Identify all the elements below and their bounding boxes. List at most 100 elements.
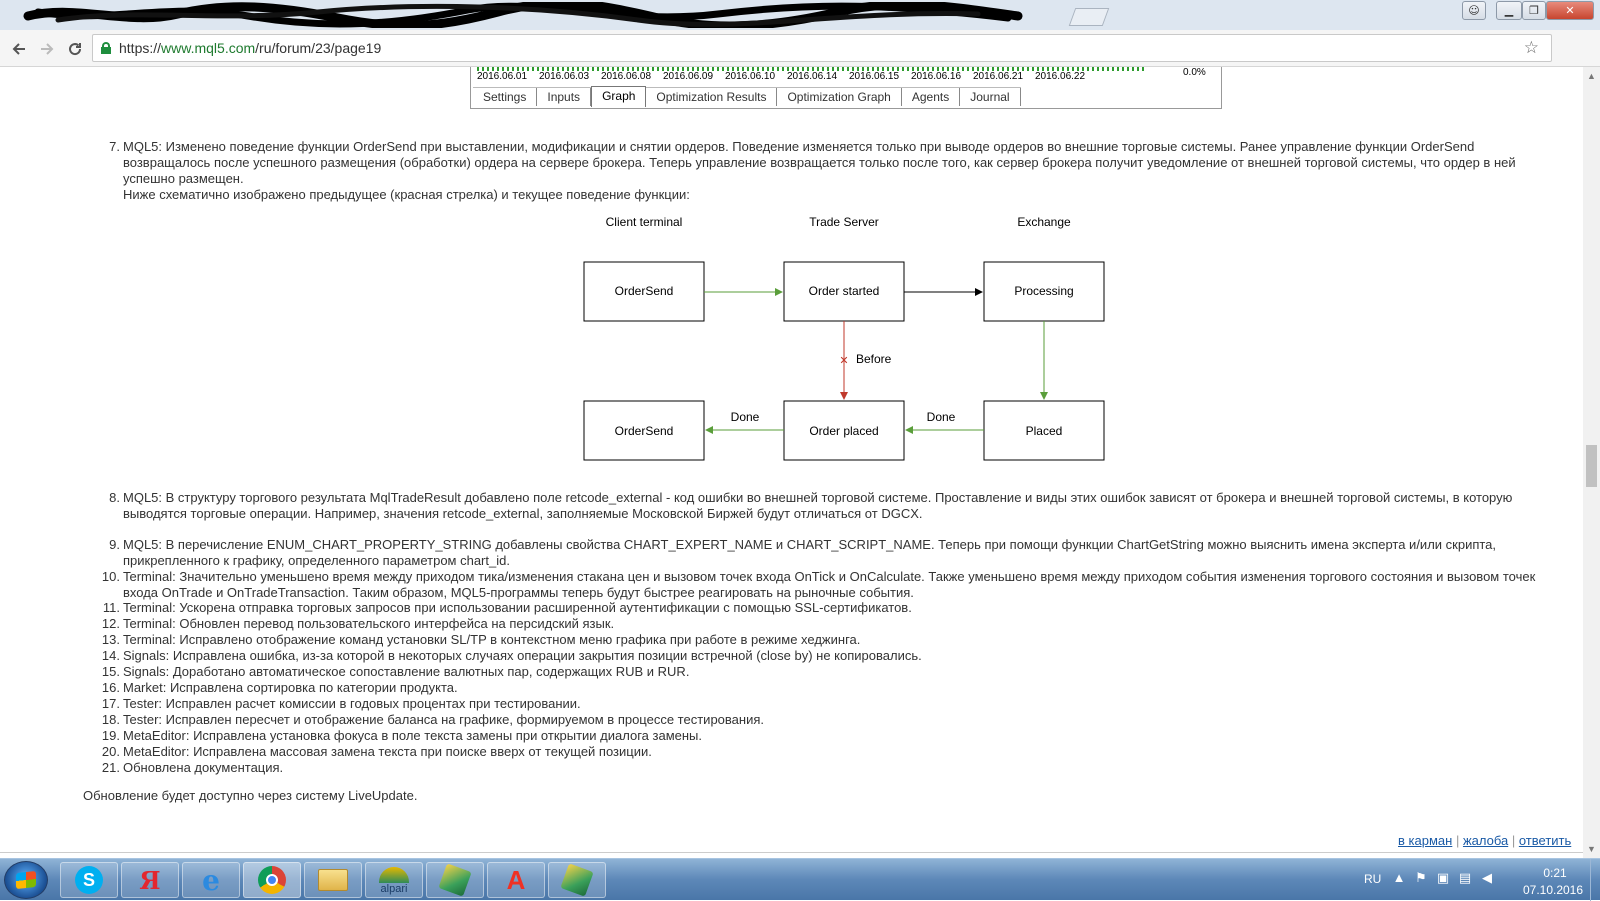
taskbar-alfa[interactable]: А [487, 862, 545, 898]
window-titlebar: ☺ ▁ ❐ ✕ [0, 0, 1600, 30]
metatrader-icon [438, 863, 472, 897]
url-scheme: https:// [119, 40, 162, 56]
box-processing [983, 261, 1105, 322]
link-separator: | [1511, 833, 1516, 848]
new-tab-button[interactable] [1068, 8, 1110, 26]
box-placed-label: Placed [1026, 424, 1063, 438]
page-content: 0.0% 2016.06.01 2016.06.03 2016.06.08 20… [0, 67, 1583, 858]
box-processing-label: Processing [1014, 284, 1073, 298]
redacted-tab-scribble [23, 2, 1023, 28]
address-bar[interactable]: https://www.mql5.com/ru/forum/23/page19 … [92, 34, 1552, 62]
maximize-button[interactable]: ❐ [1522, 1, 1546, 20]
tab-settings[interactable]: Settings [473, 88, 538, 106]
taskbar-alpari[interactable]: alpari [365, 862, 423, 898]
user-profile-button[interactable]: ☺ [1462, 1, 1486, 20]
tab-graph[interactable]: Graph [591, 86, 647, 107]
network-icon[interactable]: ▤ [1458, 870, 1472, 885]
tab-optimization-graph[interactable]: Optimization Graph [777, 88, 902, 106]
column-header-exchange: Exchange [1017, 215, 1071, 229]
complaint-link[interactable]: жалоба [1462, 833, 1509, 848]
column-header-server: Trade Server [809, 215, 879, 229]
skype-icon: S [75, 866, 103, 894]
list-item-number: 15. [101, 664, 120, 679]
list-item-number: 16. [101, 680, 120, 695]
graph-date-label: 2016.06.08 [601, 71, 652, 82]
bookmark-star-icon[interactable]: ☆ [1523, 38, 1539, 57]
list-item-number: 8. [109, 490, 120, 505]
arrow-right-icon [41, 43, 54, 55]
taskbar-internet-explorer[interactable]: e [182, 862, 240, 898]
label-done-left: Done [731, 410, 760, 424]
list-item-number: 18. [101, 712, 120, 727]
forward-button[interactable] [34, 36, 60, 62]
back-button[interactable] [6, 36, 32, 62]
alpari-logo-icon [379, 867, 409, 883]
show-desktop-button[interactable] [1590, 859, 1600, 901]
taskbar-yandex-browser[interactable]: Я [121, 862, 179, 898]
diagram-caption: Ниже схематично изображено предыдущее (к… [123, 187, 690, 202]
list-item-text: Terminal: Исправлено отображение команд … [123, 632, 861, 647]
tab-inputs[interactable]: Inputs [537, 88, 592, 106]
scroll-down-icon[interactable]: ▼ [1587, 844, 1596, 854]
clock-date[interactable]: 07.10.2016 [1522, 883, 1584, 897]
graph-date-label: 2016.06.22 [1035, 71, 1086, 82]
clock-time[interactable]: 0:21 [1543, 866, 1567, 880]
tester-screenshot: 0.0% 2016.06.01 2016.06.03 2016.06.08 20… [470, 67, 1222, 109]
tab-agents[interactable]: Agents [902, 88, 961, 106]
taskbar-skype[interactable]: S [60, 862, 118, 898]
keyboard-language[interactable]: RU [1364, 872, 1382, 886]
volume-icon[interactable]: ◀ [1482, 870, 1492, 885]
internet-explorer-icon: e [202, 863, 220, 897]
device-icon[interactable]: ▣ [1436, 870, 1450, 885]
column-header-client: Client terminal [606, 215, 683, 229]
list-item-text: Terminal: Обновлен перевод пользовательс… [123, 616, 615, 631]
graph-date-label: 2016.06.16 [911, 71, 962, 82]
close-button[interactable]: ✕ [1546, 1, 1594, 20]
graph-strip [477, 67, 1145, 71]
flag-icon[interactable]: ⚑ [1415, 870, 1427, 885]
chevron-up-icon[interactable]: ▲ [1392, 870, 1406, 885]
list-item-text: Signals: Исправлена ошибка, из-за которо… [123, 648, 922, 663]
list-item-text: Terminal: Значительно уменьшено время ме… [123, 569, 1536, 600]
update-note: Обновление будет доступно через систему … [83, 788, 418, 803]
reply-link[interactable]: ответить [1518, 833, 1572, 848]
tab-optimization-results[interactable]: Optimization Results [646, 88, 778, 106]
minimize-button[interactable]: ▁ [1496, 1, 1522, 20]
taskbar-metatrader-1[interactable] [426, 862, 484, 898]
taskbar-file-explorer[interactable] [304, 862, 362, 898]
list-item-text: MQL5: Изменено поведение функции OrderSe… [123, 139, 1516, 186]
box-ordersend-top-label: OrderSend [615, 284, 674, 298]
graph-date-label: 2016.06.01 [477, 71, 528, 82]
tab-journal[interactable]: Journal [960, 88, 1021, 106]
taskbar-chrome[interactable] [243, 862, 301, 898]
list-item-number: 19. [101, 728, 120, 743]
url-host: www.mql5.com [161, 40, 256, 56]
graph-date-label: 2016.06.03 [539, 71, 590, 82]
windows-taskbar: S Я e alpari А RU ▲ ⚑ ▣ ▤ ◀ 0:21 07.10.2… [0, 858, 1600, 901]
scroll-thumb[interactable] [1586, 445, 1597, 487]
lock-icon [101, 42, 111, 54]
list-item-number: 13. [101, 632, 120, 647]
box-order-placed [783, 400, 905, 461]
browser-toolbar: https://www.mql5.com/ru/forum/23/page19 … [0, 30, 1600, 86]
scroll-up-icon[interactable]: ▲ [1587, 71, 1596, 81]
reload-button[interactable] [62, 36, 88, 62]
alfa-bank-icon: А [506, 864, 526, 895]
chrome-icon [258, 866, 286, 894]
box-ordersend-top [583, 261, 705, 322]
vertical-scrollbar[interactable]: ▲ ▼ [1583, 67, 1600, 858]
start-button[interactable] [4, 861, 48, 899]
list-item-number: 20. [101, 744, 120, 759]
red-cross-icon: ✕ [839, 355, 848, 367]
taskbar-metatrader-2[interactable] [548, 862, 606, 898]
list-item-text: MetaEditor: Исправлена массовая замена т… [123, 744, 652, 759]
tester-tab-bar: Settings Inputs Graph Optimization Resul… [473, 86, 1021, 107]
add-to-pocket-link[interactable]: в карман [1398, 833, 1453, 848]
graph-date-label: 2016.06.15 [849, 71, 900, 82]
label-before: Before [856, 352, 892, 366]
list-item-number: 9. [109, 537, 120, 552]
url-text[interactable]: https://www.mql5.com/ru/forum/23/page19 [119, 40, 381, 56]
alpari-label: alpari [380, 883, 408, 895]
box-order-placed-label: Order placed [809, 424, 878, 438]
yandex-icon: Я [139, 865, 161, 895]
